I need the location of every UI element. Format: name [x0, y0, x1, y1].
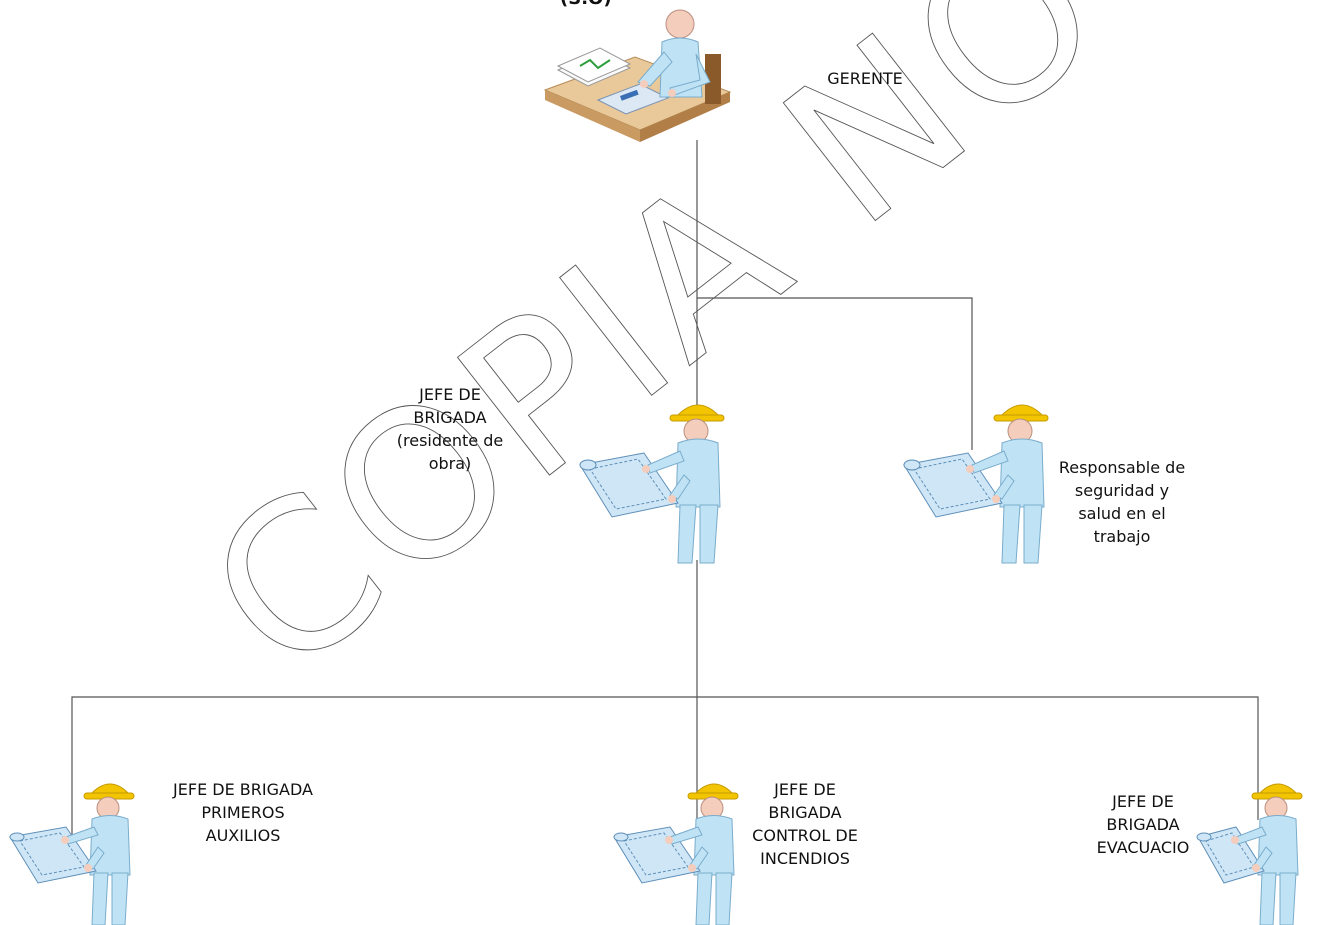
- jefe-brigada-worker-icon: [579, 404, 725, 564]
- primeros-auxilios-worker-icon: [9, 783, 135, 925]
- connector-to-responsable: [697, 297, 973, 450]
- title-fragment: (S.O): [560, 0, 680, 10]
- connector-bottom-bar: [71, 696, 1259, 835]
- manager-desk-icon: [543, 9, 732, 142]
- primeros-auxilios-label: JEFE DE BRIGADA PRIMEROS AUXILIOS: [173, 780, 313, 845]
- evacuacion-worker-icon: [1196, 783, 1303, 925]
- control-incendios-label: JEFE DE BRIGADA CONTROL DE INCENDIOS: [752, 780, 858, 868]
- gerente-label: GERENTE: [827, 69, 903, 88]
- responsable-worker-icon: [903, 404, 1049, 564]
- evacuacion-label: JEFE DE BRIGADA EVACUACIO: [1096, 792, 1190, 857]
- jefe-brigada-label: JEFE DE BRIGADA (residente de obra): [396, 385, 504, 473]
- responsable-label: Responsable de seguridad y salud en el t…: [1058, 458, 1186, 546]
- control-incendios-worker-icon: [613, 783, 739, 925]
